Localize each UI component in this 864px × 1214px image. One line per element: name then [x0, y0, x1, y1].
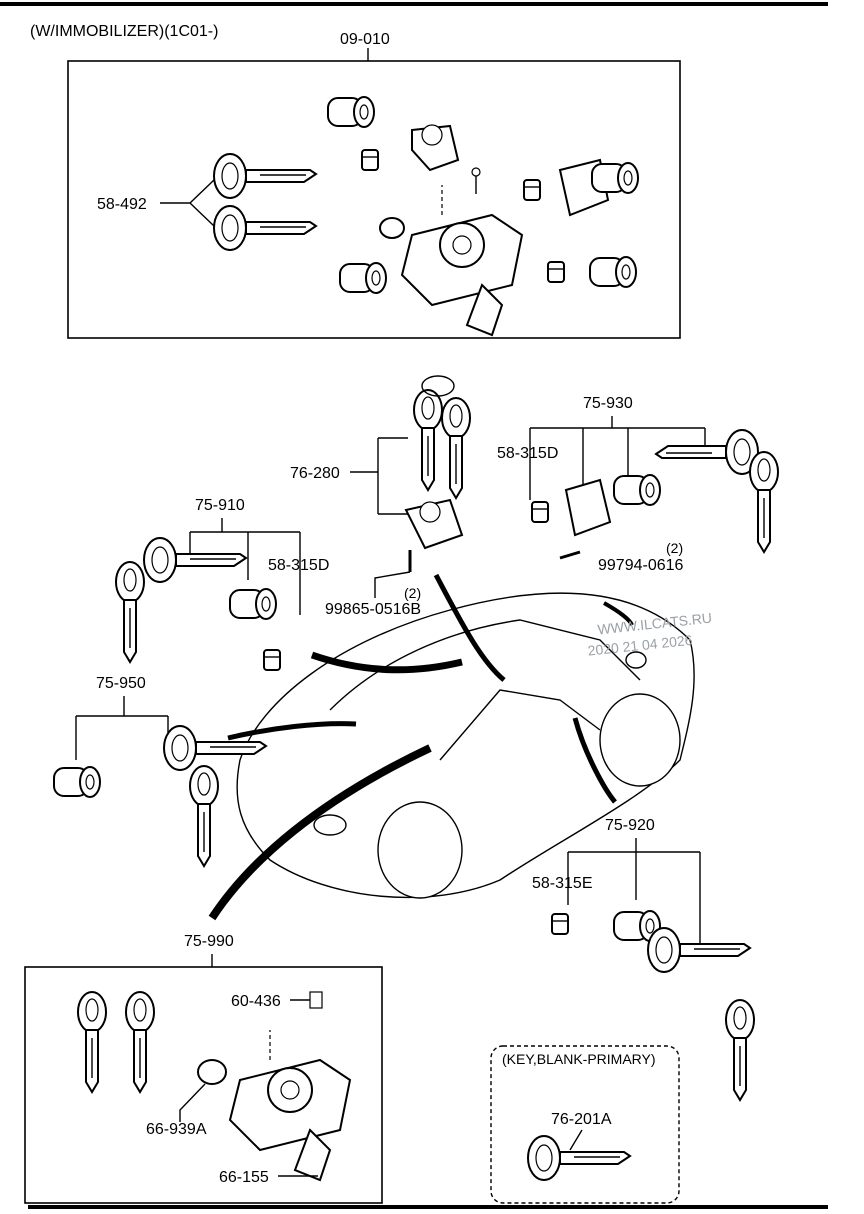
door-lock-cylinder-icon	[404, 498, 464, 550]
set-75-920: 75-920 58-315E	[532, 817, 755, 1101]
label-bolt-qty-930: (2)	[666, 540, 683, 556]
clip-icon	[263, 649, 281, 671]
key-icon	[647, 927, 751, 973]
lock-cylinder-icon	[327, 96, 375, 128]
key-icon	[213, 153, 317, 199]
key-icon	[189, 765, 219, 867]
bolt-icon	[559, 550, 581, 560]
set-09-010: 09-010 58-492	[67, 31, 681, 339]
label-09-010: 09-010	[340, 31, 390, 48]
label-66-155: 66-155	[219, 1169, 269, 1186]
label-58-492: 58-492	[97, 196, 147, 213]
key-icon	[655, 429, 759, 475]
pointer-arcs	[208, 573, 634, 921]
label-99865-0516B: 99865-0516B	[325, 601, 421, 618]
key-icon	[125, 991, 155, 1093]
label-75-920: 75-920	[605, 817, 655, 834]
top-border	[0, 2, 828, 6]
screw-icon	[309, 991, 323, 1009]
clip-icon	[551, 913, 569, 935]
lock-cylinder-icon	[229, 588, 277, 620]
ignition-lock-icon	[401, 184, 523, 336]
key-icon	[413, 389, 443, 491]
blank-key-box: (KEY,BLANK-PRIMARY) 76-201A	[490, 1045, 680, 1204]
clip-icon	[531, 501, 549, 523]
ignition-lock-icon	[229, 1029, 351, 1181]
label-blank-title: (KEY,BLANK-PRIMARY)	[502, 1051, 656, 1067]
key-icon	[115, 561, 145, 663]
ring-icon	[379, 217, 405, 239]
label-75-910: 75-910	[195, 497, 245, 514]
ring-icon	[197, 1059, 227, 1085]
label-75-990: 75-990	[184, 933, 234, 950]
trunk-lock-icon	[523, 158, 639, 217]
key-icon	[143, 537, 247, 583]
lock-cylinder-icon	[53, 766, 101, 798]
key-icon	[441, 397, 471, 499]
trunk-lock-icon	[564, 474, 661, 537]
clip-icon	[361, 149, 379, 171]
key-icon	[77, 991, 107, 1093]
key-icon	[749, 451, 779, 553]
car-outline-icon	[236, 592, 695, 899]
label-76-280: 76-280	[290, 465, 340, 482]
label-66-939A: 66-939A	[146, 1121, 207, 1138]
set-75-950: 75-950	[53, 675, 267, 867]
label-60-436: 60-436	[231, 993, 281, 1010]
set-75-910: 75-910 58-315D	[115, 497, 329, 671]
door-lock-cylinder-icon	[411, 124, 460, 172]
label-99794-0616: 99794-0616	[598, 557, 684, 574]
label-76-201A: 76-201A	[551, 1111, 612, 1128]
lock-cylinder-icon	[339, 262, 387, 294]
label-75-930: 75-930	[583, 395, 633, 412]
label-58-315D-910: 58-315D	[268, 557, 329, 574]
set-75-930: 75-930 58-315D (2) 99794-0616	[497, 395, 779, 574]
bottom-border	[28, 1205, 828, 1209]
glove-box-lock-icon	[547, 256, 637, 288]
page-title: (W/IMMOBILIZER)(1C01-)	[30, 23, 218, 40]
label-58-315D-930: 58-315D	[497, 445, 558, 462]
key-icon	[213, 205, 317, 251]
screw-icon	[471, 167, 481, 177]
set-75-990: 75-990 60-436 66-939A 66-155	[24, 933, 383, 1204]
key-icon	[527, 1135, 631, 1181]
label-75-950: 75-950	[96, 675, 146, 692]
key-icon	[725, 999, 755, 1101]
set-76-280: 76-280 (2) 99865-0516B	[290, 375, 471, 618]
label-58-315E: 58-315E	[532, 875, 593, 892]
label-bolt-qty-910: (2)	[404, 585, 421, 601]
